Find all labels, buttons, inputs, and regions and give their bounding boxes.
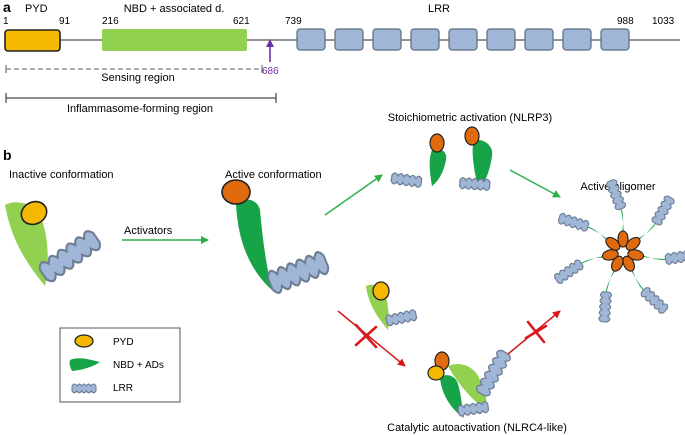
position-labels: 1 91 216 621 739 988 1033 bbox=[3, 16, 675, 27]
domain-labels: PYD NBD + associated d. LRR bbox=[25, 3, 450, 15]
position-988: 988 bbox=[617, 16, 634, 27]
lrr-box bbox=[486, 28, 516, 51]
stoichiometric-monomer-right bbox=[458, 126, 493, 192]
position-1033: 1033 bbox=[652, 16, 675, 27]
legend-box: PYD NBD + ADs LRR bbox=[59, 327, 181, 403]
panel-b-label: b bbox=[3, 147, 12, 163]
position-686: 686 bbox=[262, 66, 279, 77]
lrr-repeat-boxes bbox=[296, 28, 630, 51]
legend-lrr-label: LRR bbox=[113, 383, 133, 394]
lrr-domain-label: LRR bbox=[428, 3, 450, 15]
legend-lrr-swatch bbox=[71, 383, 97, 394]
lrr-box bbox=[448, 28, 478, 51]
position-216: 216 bbox=[102, 16, 119, 27]
active-conformation-label: Active conformation bbox=[225, 169, 322, 181]
pyd-domain-label: PYD bbox=[25, 3, 48, 15]
pyd-shape bbox=[20, 200, 48, 226]
catalytic-inactive-protein bbox=[366, 281, 418, 330]
active-oligomer bbox=[552, 178, 685, 323]
inflammasome-region-label: Inflammasome-forming region bbox=[67, 103, 213, 115]
inactive-conformation-protein bbox=[5, 200, 104, 286]
inactive-conformation-label: Inactive conformation bbox=[9, 169, 114, 181]
panel-a-label: a bbox=[3, 0, 11, 15]
lrr-box bbox=[372, 28, 402, 51]
position-739: 739 bbox=[285, 16, 302, 27]
catalytic-complex bbox=[427, 348, 513, 418]
pyd-shape bbox=[221, 179, 251, 205]
lrr-box bbox=[410, 28, 440, 51]
nbd-domain-label: NBD + associated d. bbox=[124, 3, 225, 15]
stoichiometric-activation-label: Stoichiometric activation (NLRP3) bbox=[388, 112, 552, 124]
nbd-shape bbox=[236, 199, 272, 290]
position-1: 1 bbox=[3, 16, 9, 27]
stoichiometric-arrow bbox=[324, 174, 383, 216]
inhibition-cross-icon bbox=[524, 320, 548, 344]
activators-label: Activators bbox=[124, 225, 173, 237]
position-621: 621 bbox=[233, 16, 250, 27]
sensing-region-bracket bbox=[5, 65, 263, 73]
inhibition-cross-icon bbox=[354, 323, 378, 349]
legend-pyd-label: PYD bbox=[113, 337, 134, 348]
inflammasome-region-bracket bbox=[5, 93, 277, 103]
stoichiometric-monomer-left bbox=[390, 133, 447, 189]
lrr-box bbox=[296, 28, 326, 51]
position-91: 91 bbox=[59, 16, 71, 27]
inhibited-catalytic-arrow bbox=[337, 310, 406, 367]
lrr-box bbox=[600, 28, 630, 51]
legend-pyd-swatch bbox=[74, 334, 94, 348]
lrr-shape bbox=[264, 249, 332, 296]
legend-nbd-label: NBD + ADs bbox=[113, 360, 164, 371]
legend-nbd-swatch bbox=[69, 358, 100, 371]
pyd-domain-box bbox=[4, 29, 61, 52]
active-conformation-protein bbox=[221, 179, 332, 296]
lrr-box bbox=[524, 28, 554, 51]
lrr-box bbox=[562, 28, 592, 51]
catalytic-autoactivation-label: Catalytic autoactivation (NLRC4-like) bbox=[387, 422, 567, 434]
lrr-box bbox=[334, 28, 364, 51]
oligomer-arrow bbox=[509, 169, 561, 198]
nbd-domain-box bbox=[102, 29, 247, 51]
sensing-region-label: Sensing region bbox=[101, 72, 174, 84]
